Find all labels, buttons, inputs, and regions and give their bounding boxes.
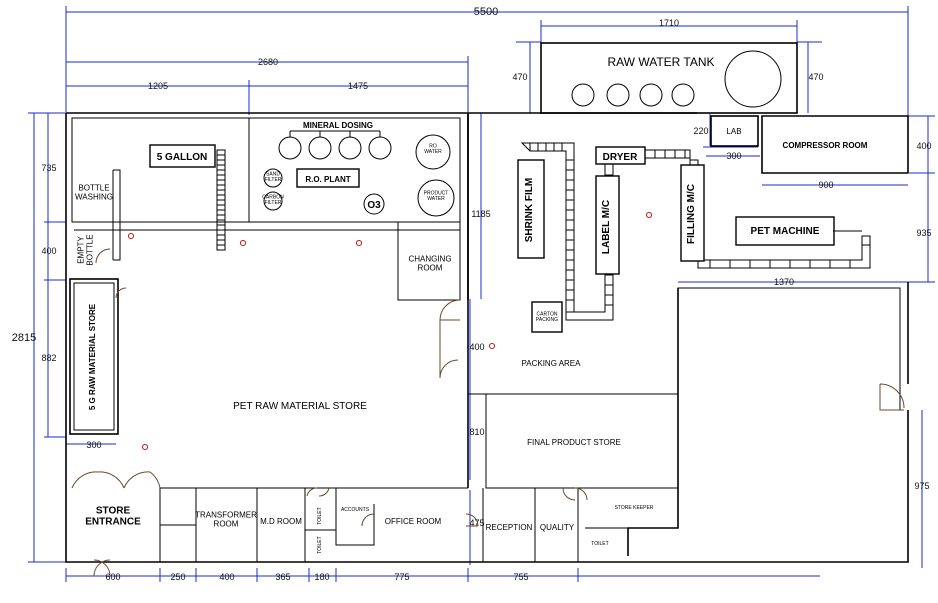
dim-bottom-775: 775 — [394, 572, 409, 582]
room-labels: RAW WATER TANK LAB COMPRESSOR ROOM MINER… — [75, 55, 868, 554]
label-dryer: DRYER — [603, 152, 638, 163]
raw-water-tank-outline — [540, 42, 798, 114]
dim-bottom-400: 400 — [219, 572, 234, 582]
dim-lab-width: 220 — [693, 126, 708, 136]
label-pet-raw-material-store: PET RAW MATERIAL STORE — [233, 401, 367, 412]
dim-tank-height-left: 470 — [512, 72, 527, 82]
dim-right-935: 935 — [916, 228, 931, 238]
label-lab: LAB — [726, 127, 741, 136]
label-store-keeper: STORE KEEPER — [615, 505, 654, 511]
label-packing-area: PACKING AREA — [522, 359, 582, 368]
dimension-lines — [28, 6, 935, 582]
dim-lab-depth: 300 — [726, 151, 741, 161]
dim-compressor-height: 400 — [916, 141, 931, 151]
doors — [71, 248, 905, 577]
dim-bottom-180: 180 — [314, 572, 329, 582]
walls — [65, 42, 909, 563]
label-quality: QUALITY — [540, 523, 575, 532]
dimension-labels: 5500 2680 1205 1475 1710 470 470 220 300… — [12, 6, 932, 582]
dim-mid-400: 400 — [469, 342, 484, 352]
label-toilet-b: TOILET — [317, 536, 323, 553]
dim-tank-height-right: 470 — [808, 72, 823, 82]
label-accounts: ACCOUNTS — [341, 507, 370, 513]
dim-bottom-600: 600 — [105, 572, 120, 582]
dim-475: 475 — [469, 518, 484, 528]
dim-sec-a: 1205 — [148, 81, 168, 91]
label-empty-bottle: EMPTYBOTTLE — [77, 234, 95, 265]
label-final-product-store: FINAL PRODUCT STORE — [527, 438, 621, 447]
dim-store-300: 300 — [86, 440, 101, 450]
label-label-mc: LABEL M/C — [601, 200, 612, 254]
dim-left-block: 2680 — [258, 57, 278, 67]
dim-left-735: 735 — [41, 163, 56, 173]
dim-bottom-755: 755 — [513, 572, 528, 582]
label-mineral-dosing: MINERAL DOSING — [303, 121, 373, 130]
label-5-gallon: 5 GALLON — [157, 152, 208, 163]
label-ozone: O3 — [367, 200, 381, 211]
dim-overall-height: 2815 — [12, 332, 36, 344]
dim-975: 975 — [914, 481, 929, 491]
label-shrink-film: SHRINK FILM — [524, 178, 535, 242]
dim-left-882: 882 — [41, 353, 56, 363]
label-md-room: M.D ROOM — [260, 517, 302, 526]
equipment — [113, 50, 871, 333]
dim-sec-b: 1475 — [348, 81, 368, 91]
label-raw-water-tank: RAW WATER TANK — [607, 55, 714, 69]
g5-store-outline — [69, 278, 119, 435]
sensor-markers — [127, 211, 653, 451]
label-filling-mc: FILLING M/C — [686, 184, 697, 244]
dim-bottom-250: 250 — [170, 572, 185, 582]
label-5g-raw-material-store: 5 G RAW MATERIAL STORE — [88, 303, 97, 410]
dim-overall-width: 5500 — [474, 6, 498, 18]
label-toilet-c: TOILET — [591, 541, 608, 547]
label-office-room: OFFICE ROOM — [385, 517, 442, 526]
dim-left-400: 400 — [41, 246, 56, 256]
dim-bottom-365: 365 — [275, 572, 290, 582]
lab-outline — [710, 115, 759, 147]
dim-compressor-width: 900 — [818, 180, 833, 190]
label-toilet-a: TOILET — [317, 507, 323, 524]
dim-tank-width: 1710 — [659, 18, 679, 28]
label-compressor-room: COMPRESSOR ROOM — [783, 141, 868, 150]
label-pet-machine: PET MACHINE — [751, 226, 820, 237]
label-reception: RECEPTION — [486, 523, 533, 532]
label-ro-plant: R.O. PLANT — [305, 175, 350, 184]
dim-1370: 1370 — [774, 277, 794, 287]
dim-810: 810 — [469, 427, 484, 437]
dim-1185: 1185 — [471, 209, 490, 219]
